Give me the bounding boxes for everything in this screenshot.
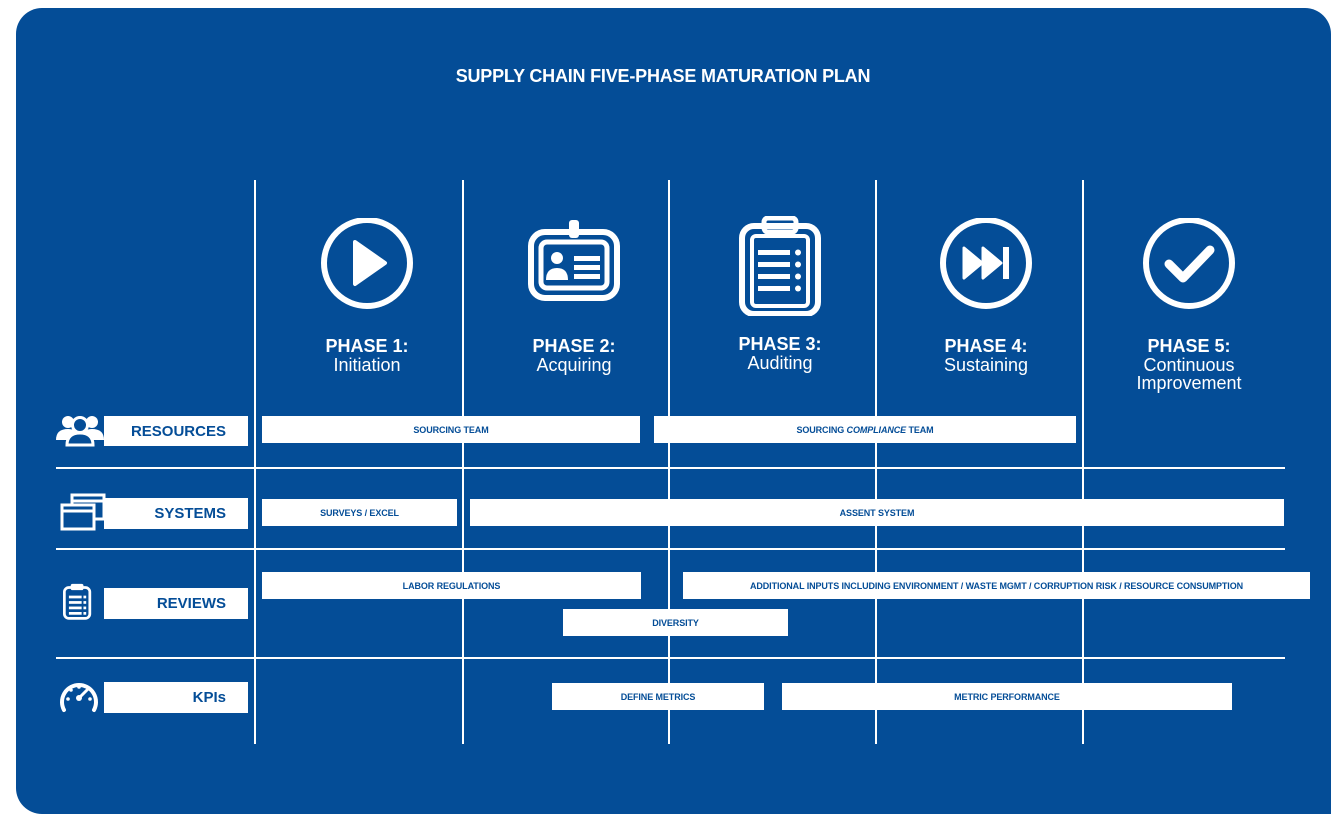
column-divider — [875, 180, 877, 744]
phase-number: PHASE 5: — [1147, 336, 1231, 356]
phase-4: PHASE 4: Sustaining — [883, 218, 1089, 375]
id-badge-icon — [528, 220, 620, 301]
column-divider — [462, 180, 464, 744]
title-area: SUPPLY CHAIN FIVE-PHASE MATURATION PLAN — [0, 0, 1331, 160]
checkmark-icon — [1143, 218, 1235, 309]
column-divider — [668, 180, 670, 744]
row-divider — [56, 657, 1285, 659]
phase-name: Initiation — [333, 355, 401, 375]
row-label-resources: RESOURCES — [104, 416, 248, 446]
diagram-title: SUPPLY CHAIN FIVE-PHASE MATURATION PLAN — [455, 66, 871, 86]
bar-assent-system: ASSENT SYSTEM — [470, 499, 1284, 526]
bar-additional-inputs: ADDITIONAL INPUTS INCLUDING ENVIRONMENT … — [683, 572, 1310, 599]
phase-3: PHASE 3: Auditing — [677, 216, 883, 373]
bar-surveys-excel: SURVEYS / EXCEL — [262, 499, 457, 526]
bar-diversity: DIVERSITY — [563, 609, 788, 636]
people-icon — [56, 416, 104, 447]
phase-number: PHASE 4: — [944, 336, 1028, 356]
phase-number: PHASE 1: — [325, 336, 409, 356]
row-label-systems: SYSTEMS — [104, 498, 248, 529]
phase-name: Auditing — [747, 353, 813, 373]
bar-sourcing-team: SOURCING TEAM — [262, 416, 640, 443]
phase-2: PHASE 2: Acquiring — [471, 218, 677, 375]
bar-define-metrics: DEFINE METRICS — [552, 683, 764, 710]
windows-icon — [60, 493, 106, 531]
phase-5: PHASE 5: Continuous Improvement — [1086, 218, 1292, 392]
play-icon — [321, 218, 413, 309]
clipboard-icon — [739, 216, 821, 316]
bar-metric-performance: METRIC PERFORMANCE — [782, 683, 1232, 710]
phase-number: PHASE 3: — [738, 334, 822, 354]
bar-labor-regulations: LABOR REGULATIONS — [262, 572, 641, 599]
checklist-icon — [63, 583, 92, 620]
phase-name: Acquiring — [536, 355, 612, 375]
phase-1: PHASE 1: Initiation — [264, 218, 470, 375]
diagram-panel — [16, 8, 1331, 814]
fast-forward-icon — [940, 218, 1032, 309]
column-divider — [1082, 180, 1084, 744]
column-divider — [254, 180, 256, 744]
row-label-reviews: REVIEWS — [104, 588, 248, 619]
speedometer-icon — [60, 683, 98, 712]
phase-name: Continuous Improvement — [1136, 355, 1242, 393]
row-divider — [56, 548, 1285, 550]
phase-name: Sustaining — [943, 355, 1029, 375]
phase-number: PHASE 2: — [532, 336, 616, 356]
bar-sourcing-compliance-team: SOURCING COMPLIANCE TEAM — [654, 416, 1076, 443]
row-label-kpis: KPIs — [104, 682, 248, 713]
row-divider — [56, 467, 1285, 469]
